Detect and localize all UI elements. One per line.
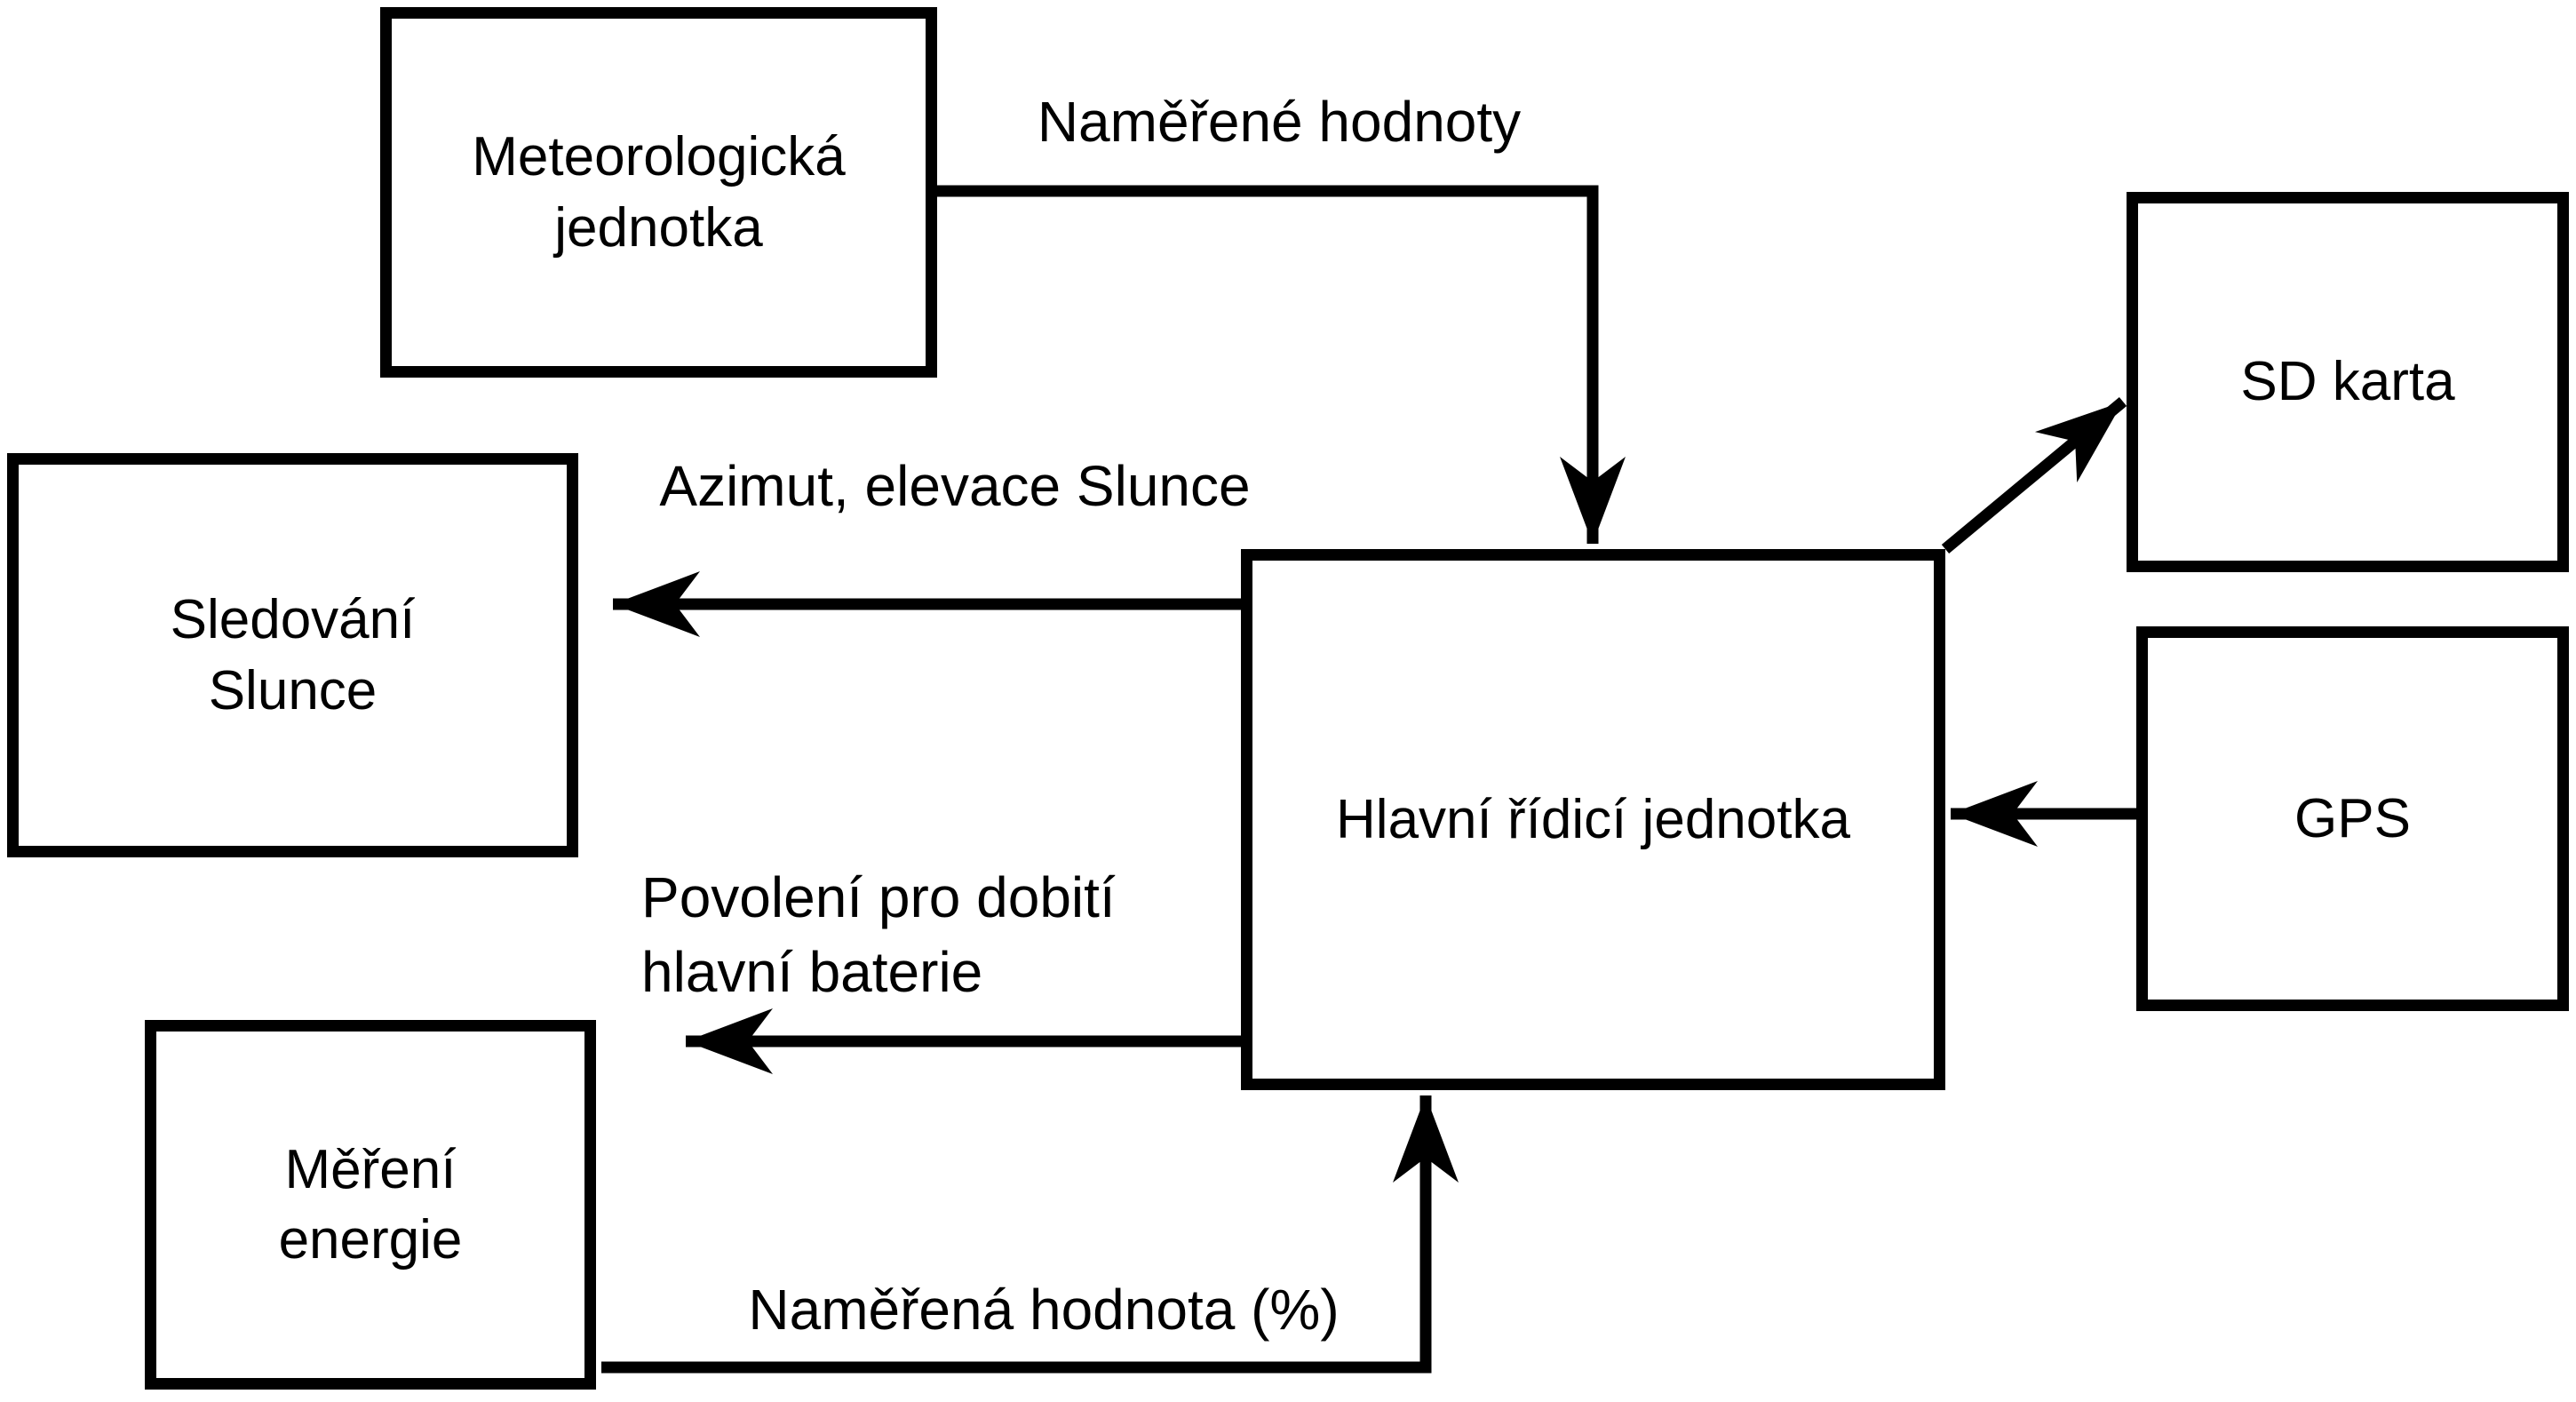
edge-label-measured-value-percent: Naměřená hodnota (%) xyxy=(748,1278,1340,1342)
arrow-main-to-sd xyxy=(1941,396,2127,554)
box-gps: GPS xyxy=(2136,626,2569,1011)
edge-label-charge-permission: Povolení pro dobití hlavní baterie xyxy=(641,860,1263,1010)
arrow-meteo-to-main xyxy=(937,185,1626,544)
edge-label-charge-permission-line1: Povolení pro dobití xyxy=(641,865,1116,929)
arrow-mereni-to-main xyxy=(601,1095,1459,1374)
box-energy-measurement: Měření energie xyxy=(145,1020,596,1390)
box-sun-tracking-label-line1: Sledování xyxy=(170,589,416,651)
edge-label-azimuth-elevation: Azimut, elevace Slunce xyxy=(659,454,1251,518)
edge-label-charge-permission-line2: hlavní baterie xyxy=(641,940,983,1005)
box-energy-measurement-label-line1: Měření xyxy=(284,1138,457,1200)
box-main-control-unit: Hlavní řídicí jednotka xyxy=(1241,549,1945,1090)
box-sun-tracking: Sledování Slunce xyxy=(7,453,578,857)
box-sun-tracking-label-line2: Slunce xyxy=(208,659,378,721)
box-meteorological-unit-label-line1: Meteorologická xyxy=(472,126,846,188)
box-energy-measurement-label-line2: energie xyxy=(278,1209,463,1271)
edge-label-measured-values: Naměřené hodnoty xyxy=(1037,90,1522,154)
box-gps-label: GPS xyxy=(2294,787,2411,849)
box-meteorological-unit: Meteorologická jednotka xyxy=(380,7,937,378)
box-meteorological-unit-label-line2: jednotka xyxy=(554,196,763,259)
box-sd-card: SD karta xyxy=(2127,192,2569,572)
box-main-control-unit-label: Hlavní řídicí jednotka xyxy=(1336,788,1850,850)
box-sd-card-label: SD karta xyxy=(2240,351,2455,413)
